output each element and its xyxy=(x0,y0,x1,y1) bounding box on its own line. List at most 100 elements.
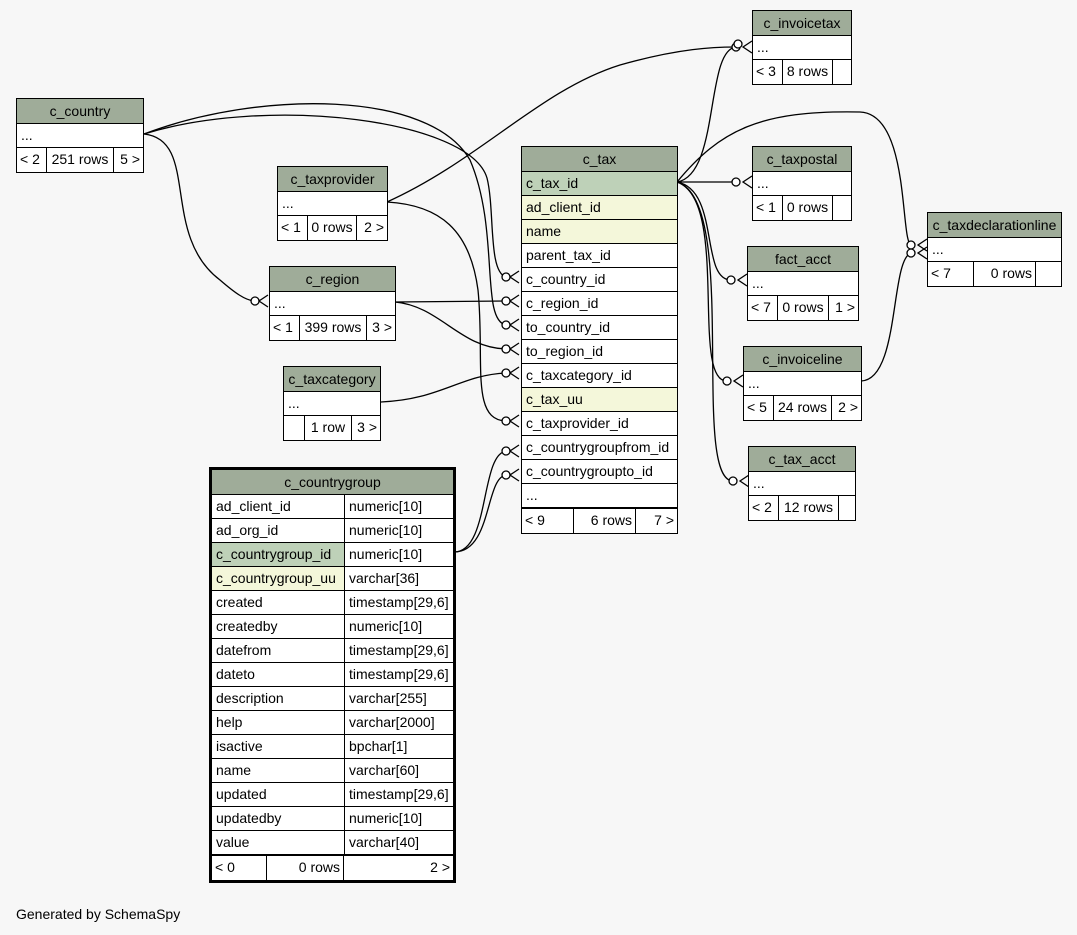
primary-key-column[interactable]: c_tax_id xyxy=(526,175,579,191)
column-name[interactable]: c_region_id xyxy=(526,295,599,311)
column-name[interactable]: createdby xyxy=(212,615,345,638)
row-count: 0 rows xyxy=(974,262,1036,286)
table-title[interactable]: c_region xyxy=(270,267,395,292)
children-link[interactable]: 5 > xyxy=(120,151,140,167)
column-type: numeric[10] xyxy=(349,546,423,562)
column-name[interactable]: help xyxy=(212,711,345,734)
column-type: numeric[10] xyxy=(349,618,423,634)
table-c-taxpostal[interactable]: c_taxpostal ... < 1 0 rows xyxy=(752,146,852,221)
children-link[interactable] xyxy=(833,60,851,84)
parents-link[interactable]: < 0 xyxy=(212,856,267,880)
row-count: 0 rows xyxy=(778,296,829,320)
parents-link[interactable]: < 7 xyxy=(748,296,778,320)
row-count: 24 rows xyxy=(774,396,832,420)
indexed-column[interactable]: ad_client_id xyxy=(526,199,601,215)
rel-c-region-c-tax-region xyxy=(394,300,507,303)
rel-c-tax-fact-acct xyxy=(676,181,732,281)
table-c-taxdeclarationline[interactable]: c_taxdeclarationline ... < 7 0 rows xyxy=(927,212,1062,287)
parents-link[interactable]: < 2 xyxy=(749,496,779,520)
parents-link[interactable]: < 1 xyxy=(753,196,783,220)
column-name[interactable]: isactive xyxy=(212,735,345,758)
column-name[interactable]: c_countrygroupto_id xyxy=(526,463,653,479)
table-c-region[interactable]: c_region ... < 1 399 rows 3 > xyxy=(269,266,396,341)
column-name[interactable]: c_taxcategory_id xyxy=(526,367,632,383)
parents-link[interactable]: < 1 xyxy=(278,216,308,240)
table-title[interactable]: c_country xyxy=(17,99,143,124)
children-link[interactable]: 2 > xyxy=(364,219,384,235)
children-link[interactable] xyxy=(1036,262,1061,286)
column-name[interactable]: dateto xyxy=(212,663,345,686)
column-name[interactable]: ad_org_id xyxy=(212,519,345,542)
table-c-taxcategory[interactable]: c_taxcategory ... 1 row 3 > xyxy=(283,366,381,441)
column-name[interactable]: c_country_id xyxy=(526,271,606,287)
table-title[interactable]: c_tax_acct xyxy=(749,447,855,472)
table-c-country[interactable]: c_country ... < 2 251 rows 5 > xyxy=(16,98,144,173)
table-c-invoiceline[interactable]: c_invoiceline ... < 5 24 rows 2 > xyxy=(743,346,862,421)
column-name[interactable]: to_country_id xyxy=(526,319,611,335)
parents-link[interactable]: < 2 xyxy=(17,148,47,172)
column-name[interactable]: created xyxy=(212,591,345,614)
column-name[interactable]: updated xyxy=(212,783,345,806)
column-name[interactable]: datefrom xyxy=(212,639,345,662)
table-title[interactable]: c_taxcategory xyxy=(284,367,380,392)
children-link[interactable]: 1 > xyxy=(835,299,855,315)
parents-link[interactable] xyxy=(284,416,305,440)
children-link[interactable] xyxy=(833,196,851,220)
rel-c-country-c-tax-country xyxy=(143,114,507,278)
table-c-countrygroup[interactable]: c_countrygroup ad_client_id numeric[10] a… xyxy=(209,467,456,883)
table-fact-acct[interactable]: fact_acct ... < 7 0 rows 1 > xyxy=(747,246,859,321)
column-name[interactable]: ad_client_id xyxy=(212,495,345,518)
parents-link[interactable]: < 3 xyxy=(753,60,783,84)
table-c-tax[interactable]: c_tax c_tax_id ad_client_id name parent_… xyxy=(521,146,678,534)
table-title[interactable]: c_invoiceline xyxy=(744,347,861,372)
column-type: timestamp[29,6] xyxy=(349,594,449,610)
indexed-column[interactable]: c_countrygroup_uu xyxy=(212,567,345,590)
parents-link[interactable]: < 5 xyxy=(744,396,774,420)
table-title[interactable]: c_taxprovider xyxy=(278,167,387,192)
parents-link[interactable]: < 9 xyxy=(522,509,574,533)
indexed-column[interactable]: c_tax_uu xyxy=(526,391,583,407)
table-title[interactable]: fact_acct xyxy=(748,247,858,272)
column-name: ... xyxy=(748,375,760,391)
table-c-taxprovider[interactable]: c_taxprovider ... < 1 0 rows 2 > xyxy=(277,166,388,241)
children-link[interactable]: 2 > xyxy=(838,399,858,415)
column-name: ... xyxy=(757,175,769,191)
rel-c-taxprovider-c-invoicetax xyxy=(386,46,737,203)
column-name[interactable]: c_taxprovider_id xyxy=(526,415,629,431)
table-title[interactable]: c_countrygroup xyxy=(212,470,453,495)
table-title[interactable]: c_invoicetax xyxy=(753,11,851,36)
column-name[interactable]: to_region_id xyxy=(526,343,604,359)
rel-c-country-c-region xyxy=(143,133,255,302)
parents-link[interactable]: < 7 xyxy=(928,262,974,286)
rel-c-countrygroup-c-tax-from xyxy=(453,450,507,553)
table-c-invoicetax[interactable]: c_invoicetax ... < 3 8 rows xyxy=(752,10,852,85)
column-name[interactable]: value xyxy=(212,831,345,854)
column-name[interactable]: c_countrygroupfrom_id xyxy=(526,439,670,455)
column-type: timestamp[29,6] xyxy=(349,666,449,682)
table-c-tax-acct[interactable]: c_tax_acct ... < 2 12 rows xyxy=(748,446,856,521)
table-title[interactable]: c_taxpostal xyxy=(753,147,851,172)
children-link[interactable] xyxy=(839,496,855,520)
table-title[interactable]: c_tax xyxy=(522,147,677,172)
column-type: bpchar[1] xyxy=(349,738,408,754)
parents-link[interactable]: < 1 xyxy=(270,316,300,340)
column-name[interactable]: name xyxy=(212,759,345,782)
row-count: 0 rows xyxy=(783,196,833,220)
primary-key-column[interactable]: c_countrygroup_id xyxy=(212,543,345,566)
column-name[interactable]: updatedby xyxy=(212,807,345,830)
column-name: ... xyxy=(288,395,300,411)
row-count: 0 rows xyxy=(267,856,344,880)
children-link[interactable]: 3 > xyxy=(372,319,392,335)
column-name: ... xyxy=(932,241,944,257)
table-title[interactable]: c_taxdeclarationline xyxy=(928,213,1061,238)
column-name[interactable]: description xyxy=(212,687,345,710)
column-name[interactable]: parent_tax_id xyxy=(526,247,611,263)
rel-c-region-c-tax-toregion xyxy=(394,301,507,350)
children-link[interactable]: 2 > xyxy=(430,859,450,875)
children-link[interactable]: 7 > xyxy=(654,512,674,528)
rel-c-country-c-tax-tocountry xyxy=(143,103,507,326)
indexed-column[interactable]: name xyxy=(526,223,562,239)
children-link[interactable]: 3 > xyxy=(357,419,377,435)
column-type: numeric[10] xyxy=(349,810,423,826)
